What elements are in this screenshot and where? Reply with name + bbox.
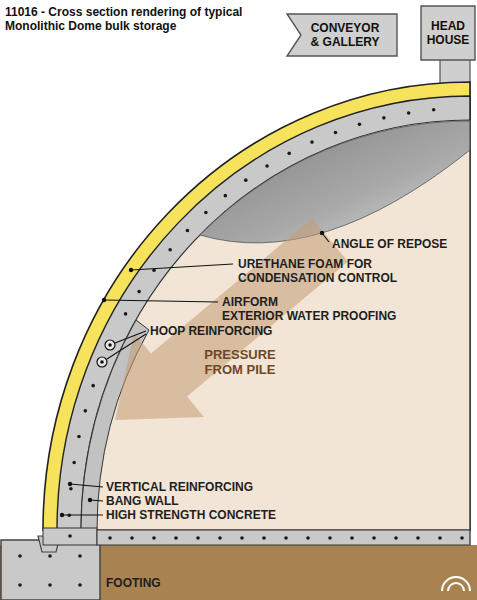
rebar-dot (334, 131, 338, 135)
figure-title: 11016 - Cross section rendering of typic… (5, 5, 273, 33)
rebar-dot (416, 536, 420, 540)
rebar-dot (68, 534, 72, 538)
box-shape (421, 6, 475, 60)
part-label: EXTERIOR WATER PROOFING (222, 309, 396, 323)
rebar-dot (407, 111, 411, 115)
leader-dot (102, 298, 106, 302)
part-label: BANG WALL (106, 494, 179, 508)
leader-dot (129, 268, 133, 272)
hoop-rebar-ring (97, 357, 107, 367)
rebar-dot (460, 536, 464, 540)
section-edge (470, 120, 471, 545)
head-house-box: HEAD HOUSE (421, 6, 475, 60)
part-label: VERTICAL REINFORCING (106, 480, 253, 494)
part-label: AIRFORM (222, 295, 278, 309)
leader-dot (88, 498, 92, 502)
rebar-dot (137, 290, 141, 294)
rebar-dots (18, 108, 464, 587)
rebar-dot (48, 554, 52, 558)
hoop-rebar-ring (105, 340, 115, 350)
rebar-dot (265, 164, 269, 168)
leader-line (131, 264, 233, 270)
rebar-dot (350, 536, 354, 540)
rebar-dot (108, 536, 112, 540)
rebar-dot (382, 116, 386, 120)
part-label: ANGLE OF REPOSE (332, 237, 447, 251)
leader-line (107, 334, 146, 359)
rebar-dot (310, 140, 314, 144)
hoop-rebar-dot (100, 360, 104, 364)
dome-interior (81, 120, 470, 530)
grain-pile (200, 121, 470, 243)
force-label: PRESSURE FROM PILE (198, 347, 282, 377)
hoop-rebar-dot (108, 343, 112, 347)
rebar-dot (358, 123, 362, 127)
part-label: HIGH STRENGTH CONCRETE (106, 508, 276, 522)
rebar-dot (224, 194, 228, 198)
rebar-dot (287, 152, 291, 156)
leader-line (62, 514, 103, 515)
floor-slab (97, 530, 470, 545)
wall-base (43, 528, 97, 545)
rebar-dot (91, 384, 95, 388)
rebar-dot (306, 536, 310, 540)
box-label: CONVEYOR & GALLERY (309, 21, 381, 49)
rebar-dot (174, 536, 178, 540)
box-label: HEAD HOUSE (424, 19, 472, 47)
rebar-dot (240, 536, 244, 540)
logo-mark (442, 577, 470, 591)
rebar-dot (78, 583, 82, 587)
rebar-dot (328, 536, 332, 540)
leader-dot (320, 231, 324, 235)
part-label: URETHANE FOAM FOR CONDENSATION CONTROL (238, 257, 406, 285)
rebar-dot (124, 312, 128, 316)
rebar-dot (84, 409, 88, 413)
rebar-dot (438, 536, 442, 540)
conveyor-gallery-box: CONVEYOR & GALLERY (287, 14, 397, 56)
rebar-dot (78, 554, 82, 558)
part-label: FOOTING (106, 576, 161, 590)
rebar-dot (72, 461, 76, 465)
leader-line (70, 484, 103, 487)
rebar-dot (204, 211, 208, 215)
rebar-dot (196, 536, 200, 540)
rebar-dot (284, 536, 288, 540)
rebar-dot (262, 536, 266, 540)
rebar-dot (48, 583, 52, 587)
leader-line (104, 300, 218, 302)
box-shape (287, 14, 397, 56)
rebar-dot (186, 229, 190, 233)
rebar-dot (77, 435, 81, 439)
rebar-dot (372, 536, 376, 540)
rebar-dot (18, 554, 22, 558)
concrete-shell (57, 96, 470, 530)
rebar-dot (69, 487, 73, 491)
rebar-dot (18, 583, 22, 587)
rebar-dot (152, 536, 156, 540)
rebar-dot (130, 536, 134, 540)
leader-dot (60, 513, 64, 517)
leader-dot (68, 482, 72, 486)
rebar-dot (394, 536, 398, 540)
urethane-foam-layer (43, 82, 470, 530)
rebar-dot (168, 248, 172, 252)
rebar-dot (244, 178, 248, 182)
rebar-dot (218, 536, 222, 540)
rebar-dot (432, 108, 436, 112)
part-label: HOOP REINFORCING (150, 324, 272, 338)
